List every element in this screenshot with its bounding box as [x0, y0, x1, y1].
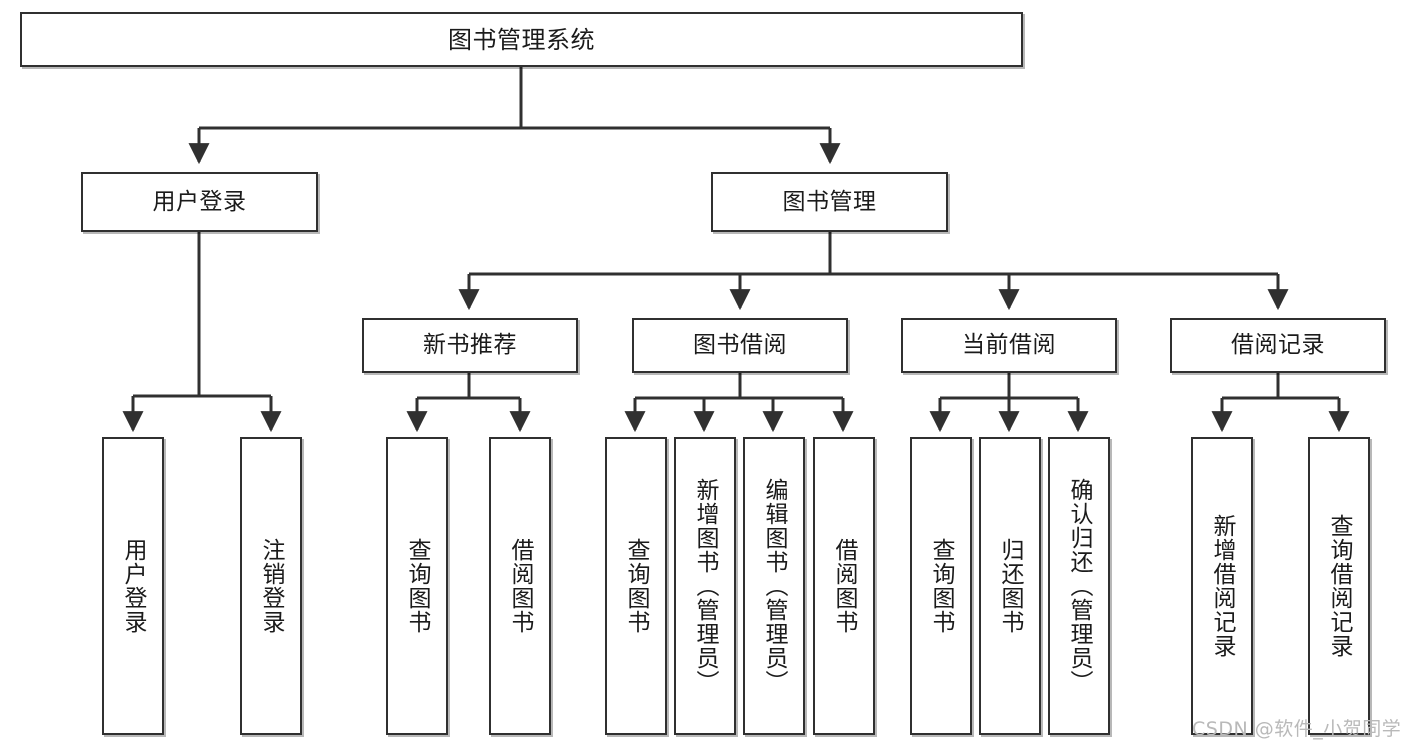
- node-label: 注销登录: [258, 538, 285, 634]
- node-label: 用户登录: [120, 538, 147, 634]
- node-leaf-confirm-return-admin[interactable]: 确认归还（管理员）: [1048, 437, 1110, 735]
- node-label: 查询图书: [404, 538, 431, 634]
- node-label: 图书管理系统: [448, 25, 595, 54]
- node-label: 查询图书: [623, 538, 650, 634]
- node-book-management[interactable]: 图书管理: [711, 172, 948, 232]
- node-label: 新增图书（管理员）: [692, 478, 719, 694]
- node-leaf-add-borrow-record[interactable]: 新增借阅记录: [1191, 437, 1253, 735]
- node-label: 新书推荐: [423, 332, 517, 359]
- node-label: 查询借阅记录: [1326, 514, 1353, 658]
- node-label: 当前借阅: [962, 332, 1056, 359]
- node-leaf-edit-book-admin[interactable]: 编辑图书（管理员）: [743, 437, 805, 735]
- node-user-login[interactable]: 用户登录: [81, 172, 318, 232]
- csdn-watermark: CSDN @软件_小贺同学: [1192, 718, 1402, 740]
- node-leaf-query-book-current[interactable]: 查询图书: [910, 437, 972, 735]
- node-label: 图书管理: [782, 188, 877, 215]
- node-label: 用户登录: [152, 188, 247, 215]
- node-label: 编辑图书（管理员）: [761, 478, 788, 694]
- node-leaf-query-borrow-record[interactable]: 查询借阅记录: [1308, 437, 1370, 735]
- node-leaf-query-book-recommend[interactable]: 查询图书: [386, 437, 448, 735]
- node-leaf-query-book-borrow[interactable]: 查询图书: [605, 437, 667, 735]
- node-label: 借阅图书: [831, 538, 858, 634]
- node-leaf-user-login[interactable]: 用户登录: [102, 437, 164, 735]
- node-label: 借阅图书: [507, 538, 534, 634]
- node-new-book-recommend[interactable]: 新书推荐: [362, 318, 578, 373]
- node-label: 确认归还（管理员）: [1066, 478, 1093, 694]
- node-leaf-return-book[interactable]: 归还图书: [979, 437, 1041, 735]
- node-label: 图书借阅: [693, 332, 787, 359]
- node-label: 归还图书: [997, 538, 1024, 634]
- node-leaf-borrow-book[interactable]: 借阅图书: [813, 437, 875, 735]
- node-leaf-logout[interactable]: 注销登录: [240, 437, 302, 735]
- node-book-borrow[interactable]: 图书借阅: [632, 318, 848, 373]
- node-label: 借阅记录: [1231, 332, 1325, 359]
- node-leaf-add-book-admin[interactable]: 新增图书（管理员）: [674, 437, 736, 735]
- node-root-book-management-system[interactable]: 图书管理系统: [20, 12, 1023, 67]
- node-current-borrow[interactable]: 当前借阅: [901, 318, 1117, 373]
- node-label: 新增借阅记录: [1209, 514, 1236, 658]
- node-borrow-record[interactable]: 借阅记录: [1170, 318, 1386, 373]
- node-label: 查询图书: [928, 538, 955, 634]
- node-leaf-borrow-book-recommend[interactable]: 借阅图书: [489, 437, 551, 735]
